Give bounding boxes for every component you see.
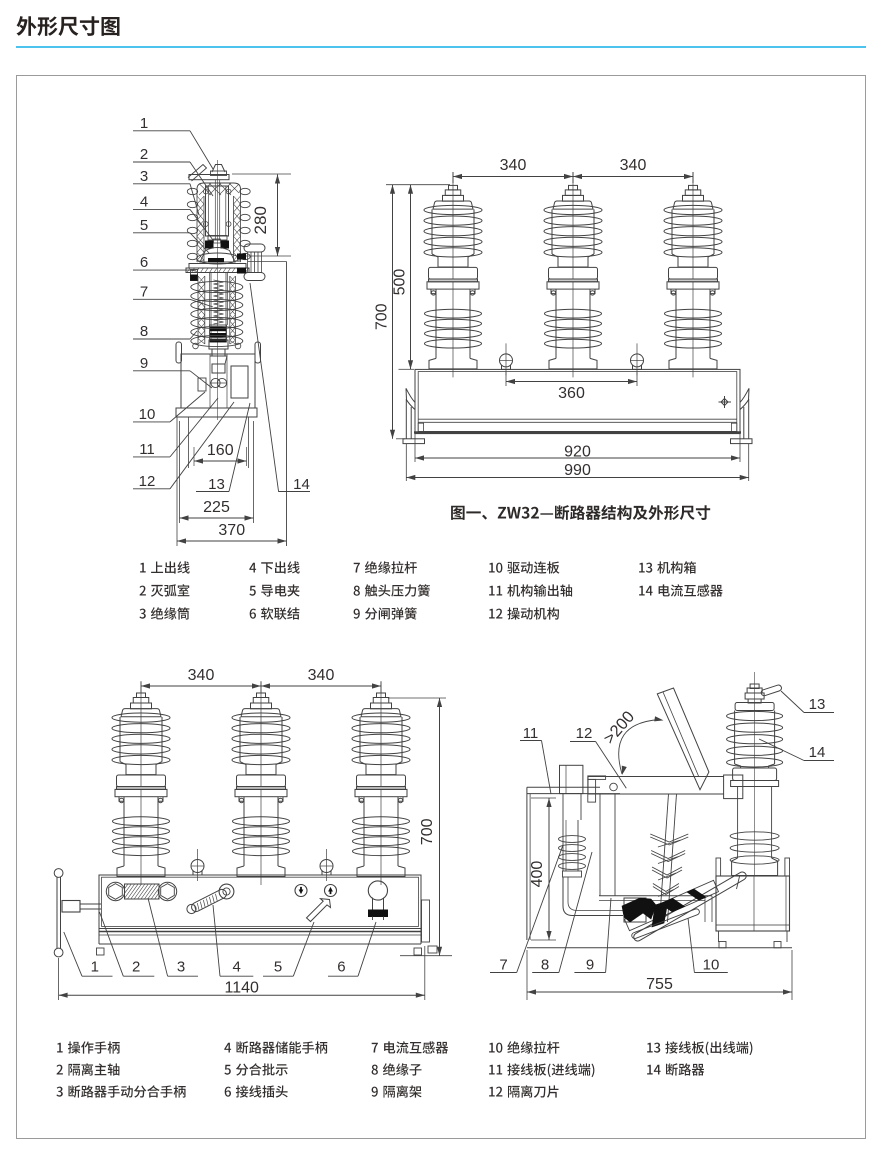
svg-text:370: 370 bbox=[218, 522, 245, 539]
svg-text:700: 700 bbox=[374, 303, 391, 330]
svg-text:920: 920 bbox=[564, 444, 591, 461]
svg-text:6: 6 bbox=[140, 254, 148, 271]
svg-text:500: 500 bbox=[392, 269, 409, 296]
svg-text:13: 13 bbox=[208, 476, 225, 493]
svg-text:1140: 1140 bbox=[224, 979, 259, 996]
svg-text:12: 12 bbox=[576, 725, 593, 742]
svg-text:10: 10 bbox=[703, 957, 720, 974]
svg-text:14: 14 bbox=[293, 476, 310, 493]
svg-text:4: 4 bbox=[233, 959, 241, 976]
svg-text:8: 8 bbox=[140, 323, 148, 340]
svg-text:755: 755 bbox=[646, 976, 673, 993]
svg-text:7: 7 bbox=[499, 957, 507, 974]
svg-text:280: 280 bbox=[251, 206, 270, 234]
svg-text:3: 3 bbox=[177, 959, 185, 976]
svg-text:990: 990 bbox=[564, 462, 591, 479]
svg-text:160: 160 bbox=[207, 442, 234, 459]
svg-text:10: 10 bbox=[139, 406, 156, 423]
svg-text:225: 225 bbox=[203, 499, 230, 516]
svg-text:7: 7 bbox=[140, 283, 148, 300]
svg-text:5: 5 bbox=[274, 959, 282, 976]
svg-text:1: 1 bbox=[140, 115, 148, 132]
svg-text:12: 12 bbox=[139, 473, 156, 490]
svg-text:340: 340 bbox=[500, 157, 527, 174]
svg-text:2: 2 bbox=[140, 146, 148, 163]
svg-text:340: 340 bbox=[188, 667, 215, 684]
svg-text:9: 9 bbox=[586, 957, 594, 974]
svg-text:8: 8 bbox=[541, 957, 549, 974]
svg-text:11: 11 bbox=[523, 725, 539, 742]
svg-text:13: 13 bbox=[809, 696, 826, 713]
svg-text:6: 6 bbox=[337, 959, 345, 976]
svg-text:4: 4 bbox=[140, 193, 148, 210]
svg-text:340: 340 bbox=[620, 157, 647, 174]
svg-text:340: 340 bbox=[308, 667, 335, 684]
svg-text:400: 400 bbox=[529, 861, 546, 888]
svg-text:700: 700 bbox=[419, 818, 436, 845]
svg-text:11: 11 bbox=[139, 441, 155, 458]
svg-text:360: 360 bbox=[558, 385, 585, 402]
svg-text:9: 9 bbox=[140, 355, 148, 372]
svg-text:2: 2 bbox=[132, 959, 140, 976]
svg-text:5: 5 bbox=[140, 217, 148, 234]
svg-text:14: 14 bbox=[809, 744, 826, 761]
svg-text:3: 3 bbox=[140, 168, 148, 185]
svg-text:1: 1 bbox=[91, 959, 99, 976]
